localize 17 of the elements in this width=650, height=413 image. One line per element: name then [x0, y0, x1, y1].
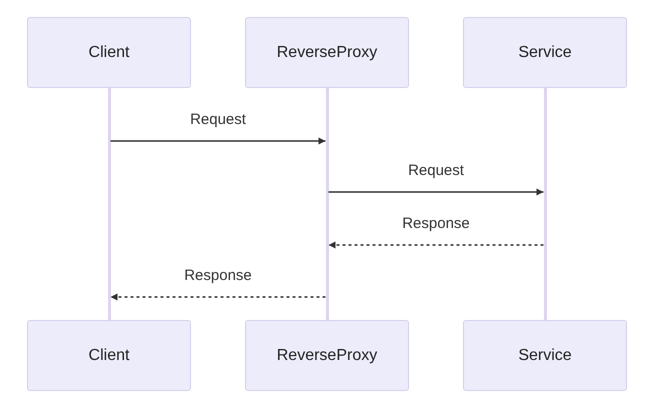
message-label: Request [406, 162, 466, 180]
participant-box: Client [27, 17, 191, 88]
lifeline [326, 88, 328, 320]
participant-box: Client [27, 320, 191, 391]
lifeline [544, 88, 546, 320]
lifeline [108, 88, 110, 320]
message-arrow [328, 242, 544, 248]
participant-box: Service [463, 17, 627, 88]
message-arrow [110, 138, 326, 144]
message-label: Request [188, 111, 248, 129]
participant-box: ReverseProxy [245, 17, 409, 88]
participant-box: Service [463, 320, 627, 391]
message-label: Response [182, 267, 254, 285]
message-arrow [110, 294, 326, 300]
message-label: Response [400, 215, 472, 233]
participant-box: ReverseProxy [245, 320, 409, 391]
message-arrow [328, 188, 544, 196]
